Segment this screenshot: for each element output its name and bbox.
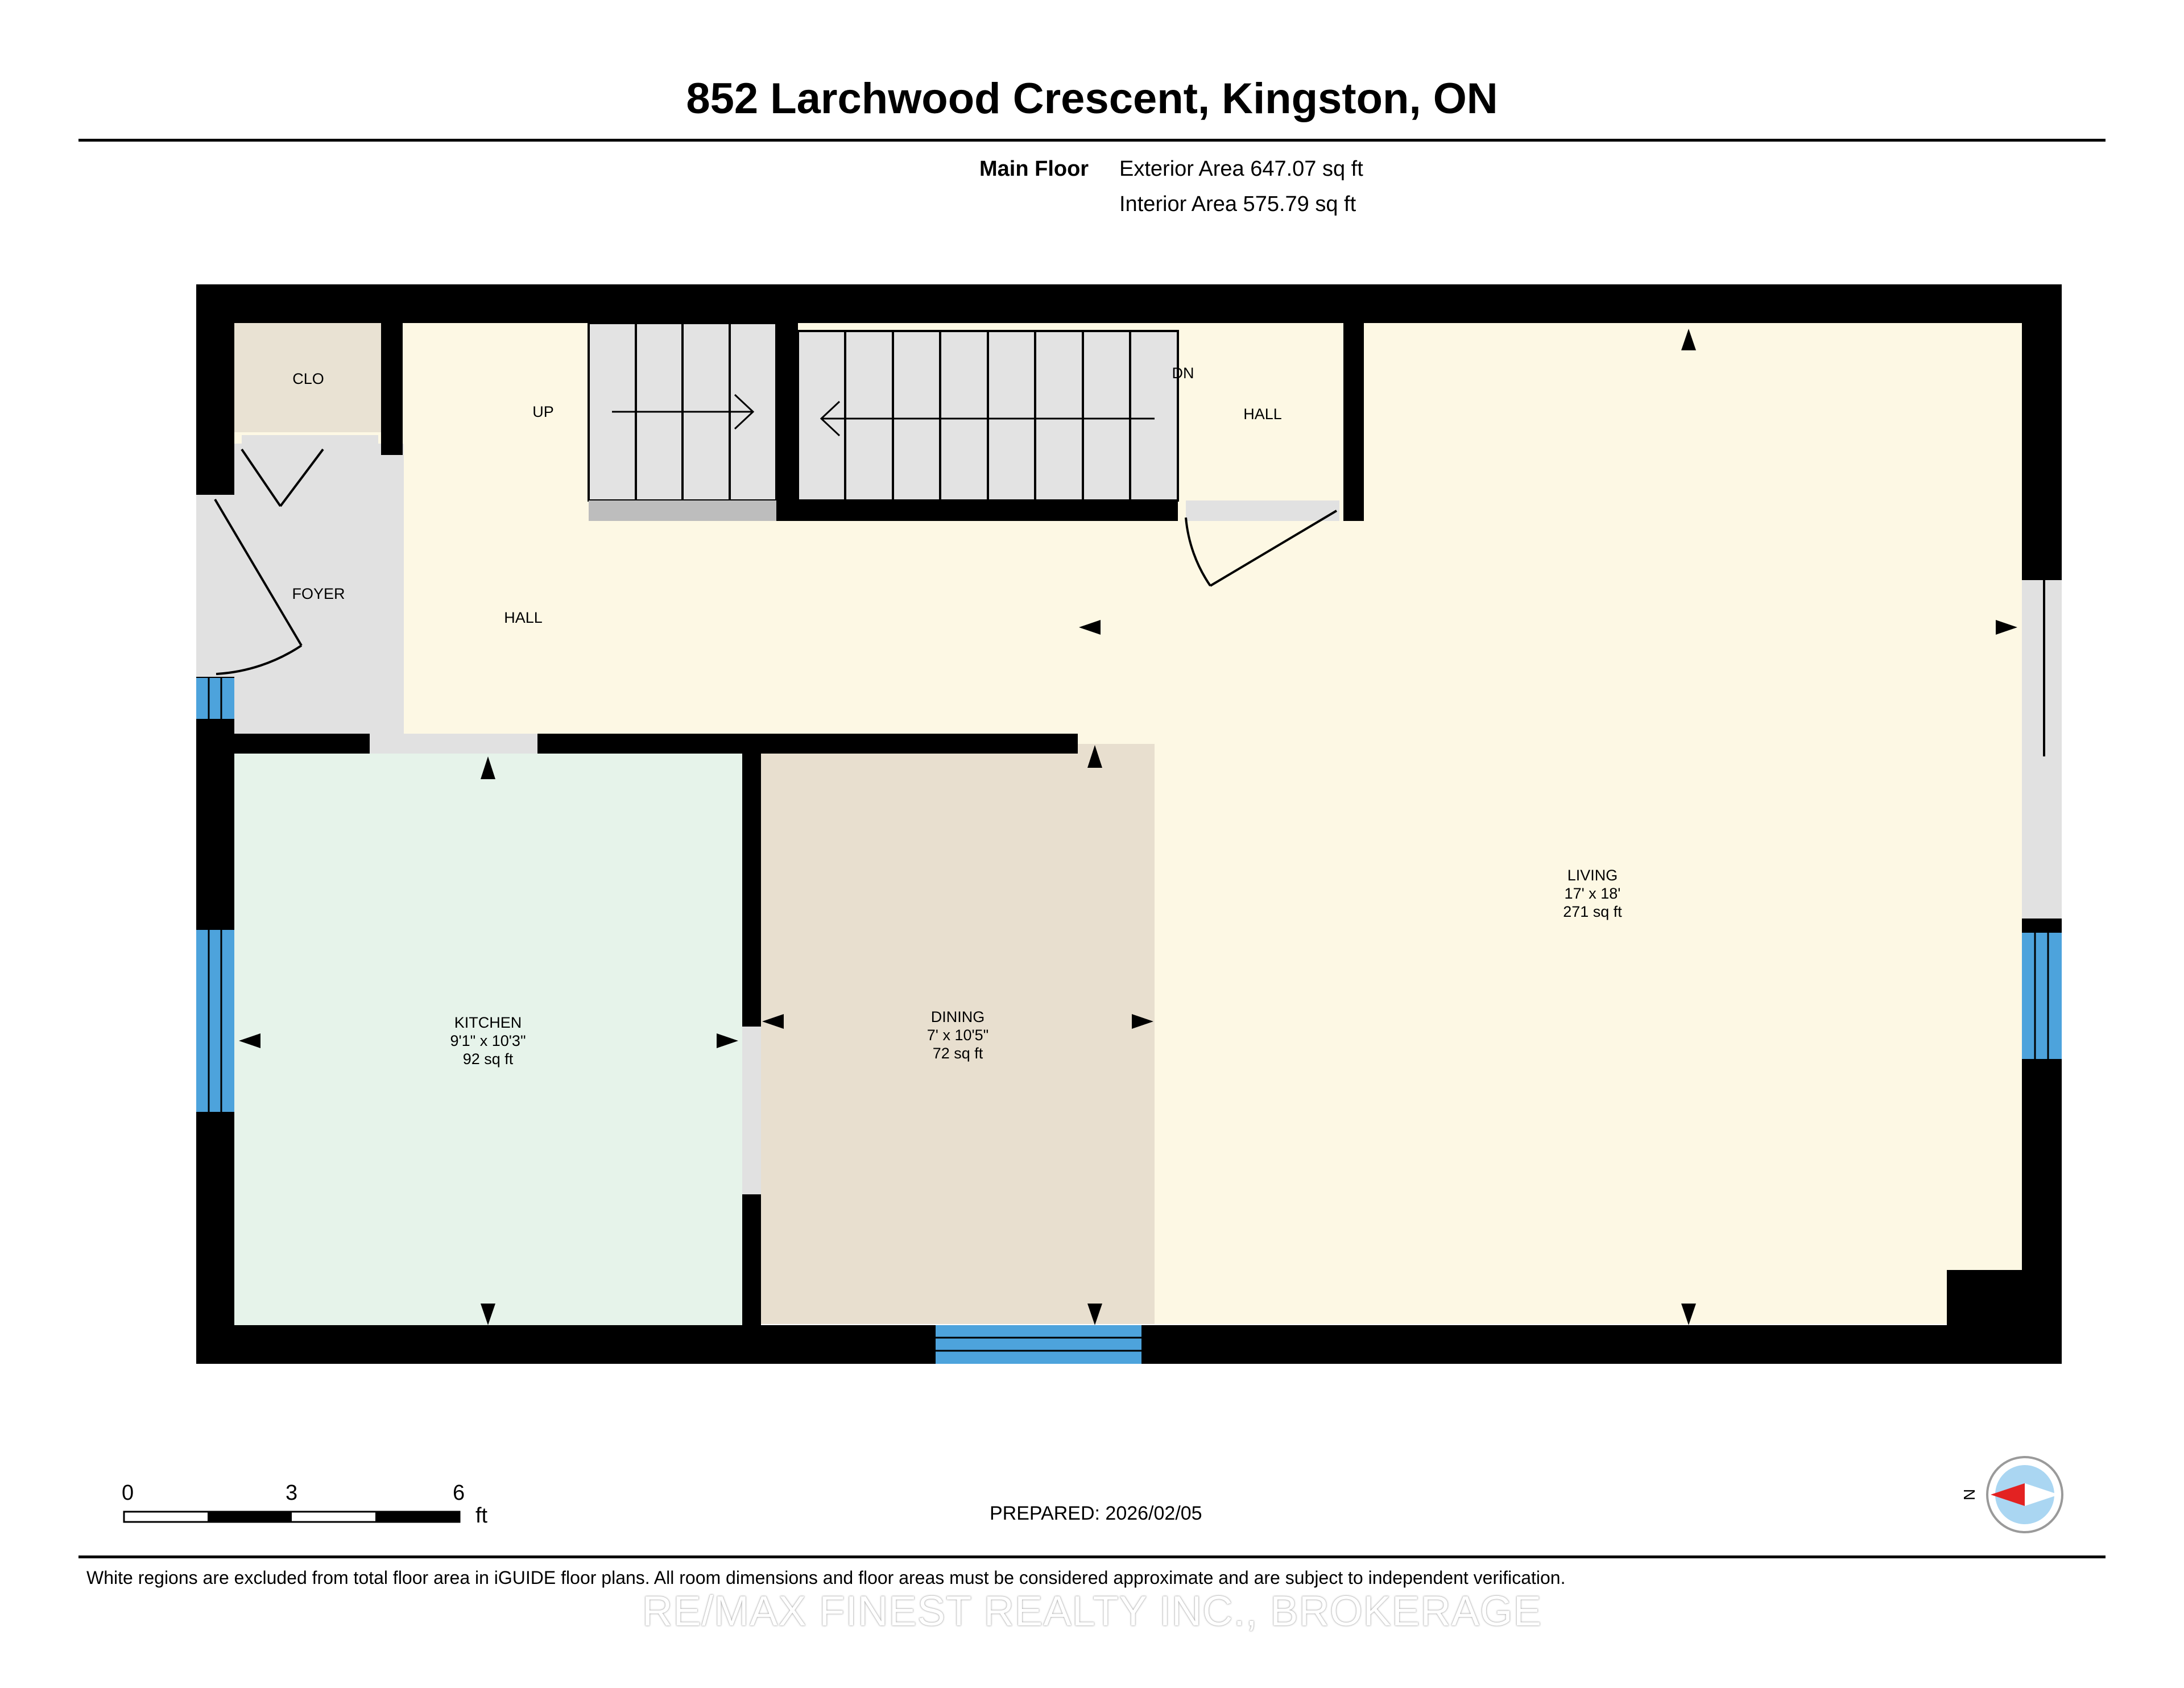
page-title: 852 Larchwood Crescent, Kingston, ON	[686, 75, 1498, 123]
interior-walls	[233, 323, 1364, 1325]
door-openings	[196, 435, 2062, 1194]
room-dining-dims: 7' x 10'5"	[926, 1027, 989, 1044]
room-label-clo: CLO	[292, 370, 324, 387]
header-divider	[78, 139, 2106, 142]
room-label-hall-main: HALL	[504, 609, 543, 626]
scale-bar	[123, 1511, 461, 1523]
room-kitchen-area: 92 sq ft	[462, 1050, 514, 1068]
compass-icon	[1986, 1456, 2063, 1533]
room-dining-area: 72 sq ft	[932, 1045, 983, 1062]
room-kitchen-name: KITCHEN	[454, 1014, 522, 1031]
room-kitchen-dims: 9'1" x 10'3"	[450, 1032, 526, 1049]
room-label-hall-upper: HALL	[1243, 406, 1282, 423]
exterior-area: Exterior Area 647.07 sq ft	[1119, 157, 1363, 181]
room-living-dims: 17' x 18'	[1564, 885, 1621, 902]
dimension-arrows	[239, 329, 2017, 1325]
kitchen-fill	[233, 754, 742, 1325]
foyer-fill	[233, 444, 404, 734]
compass-north-label: N	[1960, 1488, 1979, 1501]
disclaimer-text: White regions are excluded from total fl…	[86, 1567, 1566, 1588]
room-living-area: 271 sq ft	[1563, 903, 1622, 920]
scale-tick-0: 0	[122, 1481, 134, 1505]
stair-label-dn: DN	[1172, 365, 1194, 382]
scale-unit: ft	[475, 1504, 488, 1528]
windows	[196, 678, 2062, 1364]
scale-tick-3: 3	[286, 1481, 298, 1505]
room-living: LIVING 17' x 18' 271 sq ft	[1507, 866, 1678, 921]
footer-divider	[78, 1555, 2106, 1558]
room-dining: DINING 7' x 10'5" 72 sq ft	[872, 1008, 1043, 1062]
stairs-up	[588, 322, 777, 521]
room-living-name: LIVING	[1567, 867, 1618, 884]
room-kitchen: KITCHEN 9'1" x 10'3" 92 sq ft	[403, 1013, 573, 1068]
stairs-down	[797, 330, 1179, 502]
dining-fill	[761, 744, 1155, 1324]
floor-name: Main Floor	[979, 157, 1089, 181]
scale-tick-6: 6	[453, 1481, 465, 1505]
closet-fill	[234, 323, 381, 432]
room-label-foyer: FOYER	[292, 585, 345, 602]
watermark-text: RE/MAX FINEST REALTY INC., BROKERAGE	[642, 1587, 1542, 1635]
door-swings	[214, 448, 2045, 756]
prepared-date: PREPARED: 2026/02/05	[990, 1503, 1202, 1524]
stair-label-up: UP	[532, 403, 554, 420]
room-dining-name: DINING	[930, 1008, 985, 1025]
interior-area: Interior Area 575.79 sq ft	[1119, 192, 1356, 216]
